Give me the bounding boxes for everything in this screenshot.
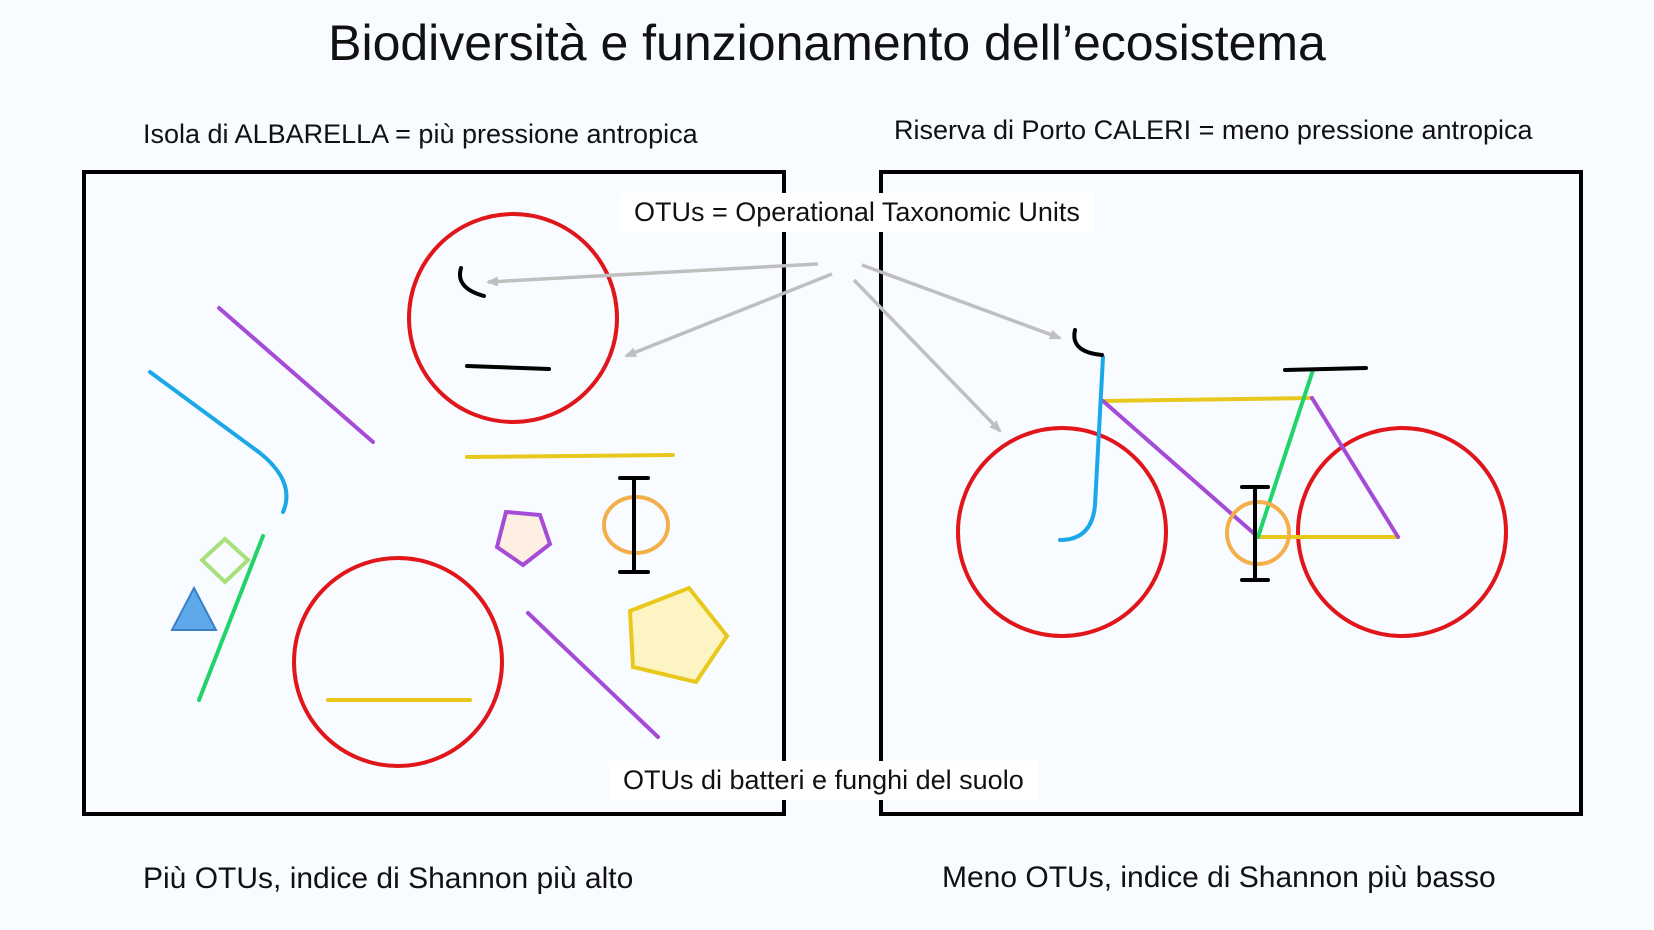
- bike-chainring: [1225, 500, 1291, 566]
- bike-down-tube: [1101, 399, 1260, 539]
- bike-fork: [1058, 355, 1105, 542]
- left-seat-piece: [458, 266, 486, 298]
- otus-source-label: OTUs di batteri e funghi del suolo: [609, 761, 1038, 800]
- page-title: Biodiversità e funzionamento dell’ecosis…: [328, 15, 1326, 71]
- otus-definition-label: OTUs = Operational Taxonomic Units: [620, 193, 1094, 232]
- left-big-pentagon: [627, 585, 730, 685]
- right-panel-caleri: [879, 170, 1583, 816]
- otu-arrows: [486, 262, 1062, 433]
- bicycle-assembled: [956, 328, 1508, 638]
- arrow-to-left-wheel: [624, 272, 833, 358]
- left-result-caption: Più OTUs, indice di Shannon più alto: [143, 862, 634, 895]
- left-handlebar-piece: [465, 364, 551, 371]
- left-small-pentagon: [494, 509, 553, 568]
- left-green-bar: [197, 534, 265, 702]
- bike-pedals: [1240, 485, 1270, 582]
- left-yellow-bar-1: [465, 453, 675, 459]
- left-panel-albarella: [82, 170, 786, 816]
- bike-seat-tube: [1256, 368, 1315, 539]
- arrow-to-bike-wheel: [852, 278, 1002, 433]
- left-blue-triangle: [170, 585, 218, 631]
- arrow-to-bike-handlebar: [861, 263, 1062, 340]
- arrow-to-left-seat: [486, 262, 819, 287]
- left-wheel-bottom: [292, 556, 504, 768]
- left-wheel-top: [407, 212, 619, 424]
- left-pedal-piece: [618, 476, 650, 574]
- bike-handlebar: [1072, 328, 1104, 357]
- bike-seat: [1283, 366, 1368, 372]
- right-site-label: Riserva di Porto CALERI = meno pressione…: [894, 115, 1533, 145]
- left-scattered-otus: [148, 212, 730, 768]
- left-fork-piece: [148, 370, 289, 514]
- right-result-caption: Meno OTUs, indice di Shannon più basso: [942, 861, 1496, 894]
- left-site-label: Isola di ALBARELLA = più pressione antro…: [143, 119, 698, 149]
- left-green-diamond: [199, 536, 251, 585]
- left-purple-bar-2: [526, 611, 660, 739]
- bike-seat-stay: [1310, 396, 1400, 539]
- bike-rear-wheel: [1296, 426, 1508, 638]
- bike-front-wheel: [956, 426, 1168, 638]
- left-purple-bar-1: [217, 306, 375, 444]
- bike-top-tube: [1101, 396, 1314, 403]
